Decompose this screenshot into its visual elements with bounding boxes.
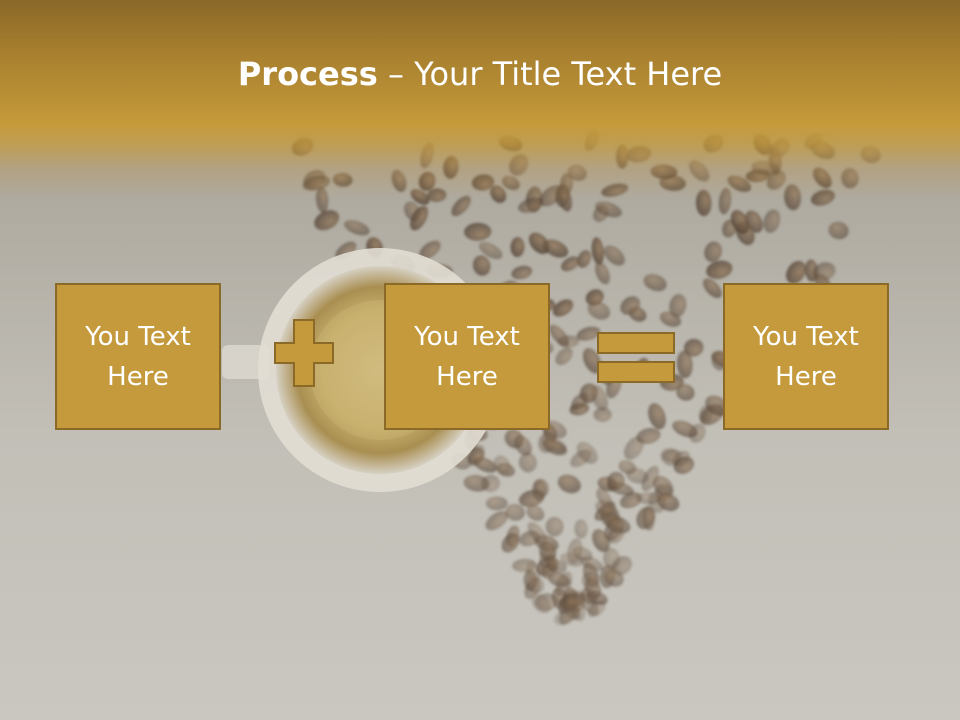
- text-box-1[interactable]: You Text Here: [55, 283, 221, 430]
- slide-title: Process – Your Title Text Here: [0, 52, 960, 96]
- equals-icon: [597, 332, 675, 383]
- plus-icon: [274, 319, 334, 387]
- text-box-3-label: You Text Here: [753, 321, 859, 392]
- text-box-1-label: You Text Here: [85, 321, 191, 392]
- text-box-2-label: You Text Here: [414, 321, 520, 392]
- header-band: [0, 0, 960, 200]
- text-box-3[interactable]: You Text Here: [723, 283, 889, 430]
- title-rest: – Your Title Text Here: [377, 55, 723, 93]
- text-box-2[interactable]: You Text Here: [384, 283, 550, 430]
- title-bold: Process: [237, 55, 378, 93]
